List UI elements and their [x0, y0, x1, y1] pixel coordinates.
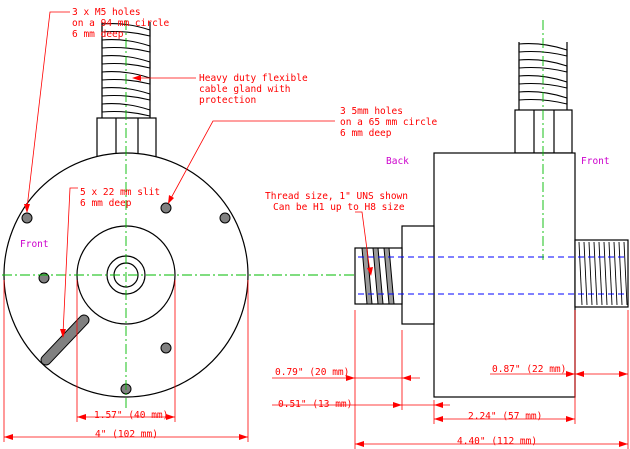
dimensions: 1.57" (40 mm) 4" (102 mm) 0.79" (20 mm) … [3, 280, 629, 449]
thread-note-line2: Can be H1 up to H8 size [273, 202, 405, 213]
back-label: Back [386, 156, 409, 167]
m5-note-line1: 3 x M5 holes [72, 7, 141, 18]
m5-note-line3: 6 mm deep [72, 29, 124, 40]
side-collar [401, 225, 435, 325]
dim-overall-len: 4.40" (112 mm) [457, 436, 537, 447]
annotations: 3 x M5 holes on a 94 mm circle 6 mm deep… [20, 7, 610, 338]
5mm-note-line2: on a 65 mm circle [340, 117, 438, 128]
front-label-right: Front [581, 156, 610, 167]
front-view [3, 20, 249, 410]
gland-note-line2: cable gland with [199, 84, 291, 95]
gland-note-line1: Heavy duty flexible [199, 73, 308, 84]
dim-outer-dia: 4" (102 mm) [95, 429, 158, 440]
5mm-holes [38, 202, 172, 354]
thread-note-line1: Thread size, 1" UNS shown [265, 191, 408, 202]
5mm-note-line1: 3 5mm holes [340, 106, 403, 117]
dim-gap: 0.51" (13 mm) [278, 399, 352, 410]
slit-note-line1: 5 x 22 mm slit [80, 187, 160, 198]
thread-stud [354, 247, 403, 305]
front-label-left: Front [20, 239, 49, 250]
gland-note-line3: protection [199, 95, 256, 106]
dim-front-len: 0.87" (22 mm) [492, 364, 566, 375]
slit-note-line2: 6 mm deep [80, 198, 132, 209]
front-cable-gland [96, 22, 157, 159]
side-view [354, 20, 629, 398]
side-body [433, 152, 576, 398]
5mm-note-line3: 6 mm deep [340, 128, 392, 139]
dim-thread-len: 0.79" (20 mm) [275, 367, 349, 378]
dim-body-len: 2.24" (57 mm) [468, 411, 542, 422]
side-cable-gland [514, 42, 573, 154]
dim-inner-dia: 1.57" (40 mm) [94, 410, 168, 421]
front-bore [574, 239, 629, 308]
m5-note-line2: on a 94 mm circle [72, 18, 170, 29]
